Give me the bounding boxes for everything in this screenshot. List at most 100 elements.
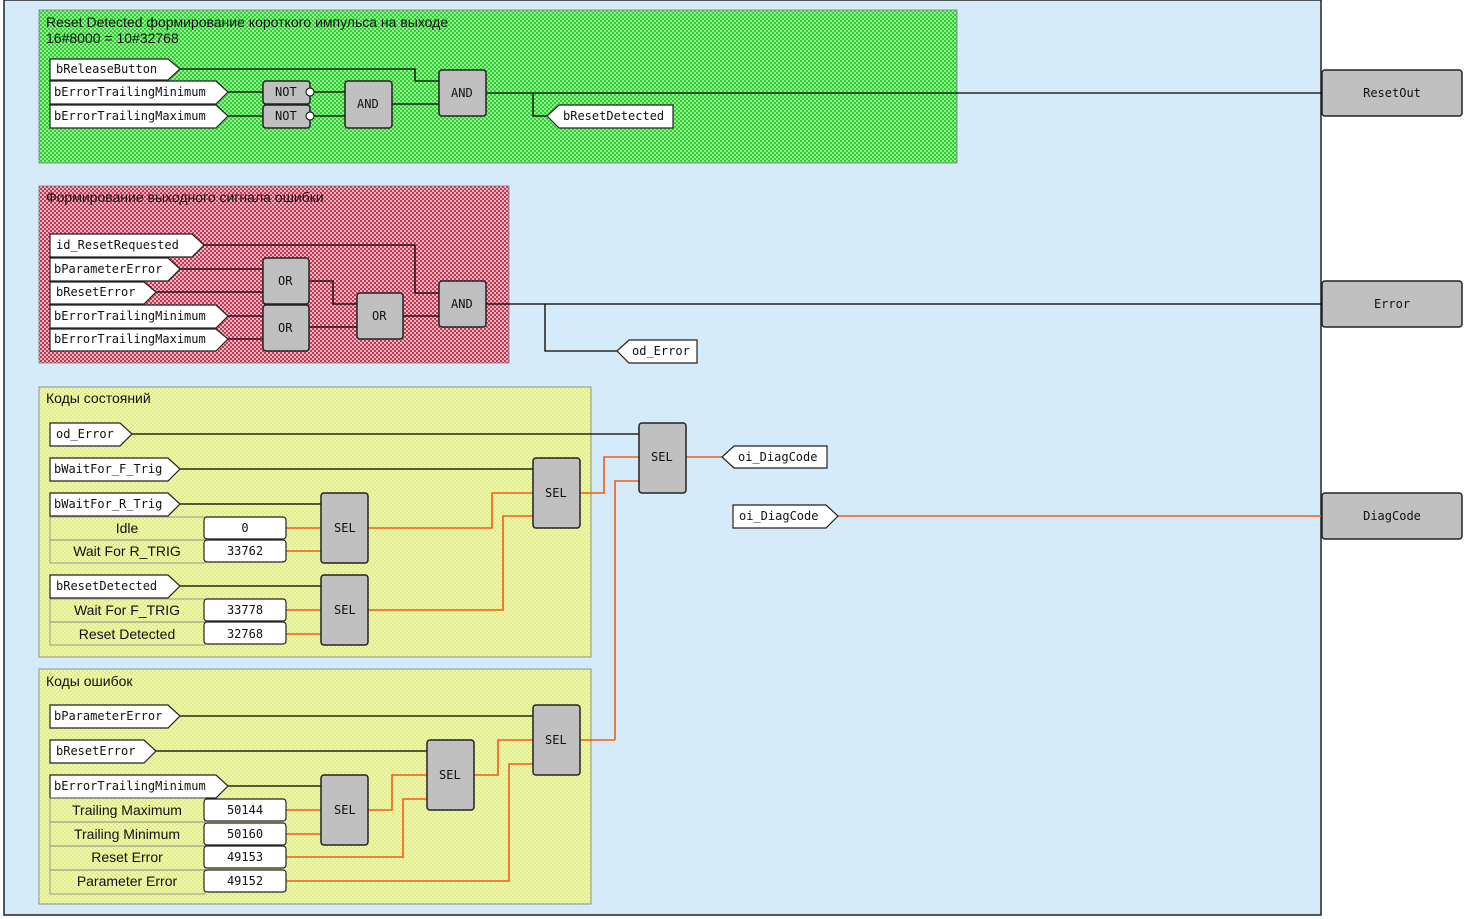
svg-text:Idle: Idle [116,520,139,536]
svg-text:Parameter Error: Parameter Error [77,873,178,889]
const-value[interactable] [203,798,287,822]
svg-text:SEL: SEL [334,521,356,535]
svg-text:AND: AND [357,97,379,111]
wire [286,763,533,882]
wire [368,492,533,529]
svg-text:bParameterError: bParameterError [54,709,162,723]
input-tag-bResetError[interactable]: bResetError [49,739,157,764]
svg-text:Wait For R_TRIG: Wait For R_TRIG [73,543,181,559]
input-tag-od_Error[interactable]: od_Error [49,422,133,447]
const-row-wait-r-trig: Wait For R_TRIG 33762 [49,539,287,564]
svg-text:AND: AND [451,86,473,100]
group-state-codes[interactable]: Коды состояний od_Error bWaitFor_F_Trig … [38,386,828,740]
svg-text:ResetOut: ResetOut [1363,86,1421,100]
svg-text:od_Error: od_Error [56,427,114,441]
sel-block-error-1[interactable]: SEL [320,774,369,846]
const-value[interactable] [203,845,287,869]
svg-text:SEL: SEL [439,768,461,782]
or-block-2[interactable]: OR [262,304,310,352]
sel-block-error-2[interactable]: SEL [426,739,475,811]
input-tag-bErrorTrailingMaximum[interactable]: bErrorTrailingMaximum [49,328,229,352]
svg-text:bResetError: bResetError [56,744,135,758]
const-value[interactable] [203,539,287,563]
svg-text:bResetError: bResetError [56,285,135,299]
output-block-Error[interactable]: Error [1321,280,1463,328]
svg-text:bErrorTrailingMaximum: bErrorTrailingMaximum [54,109,206,123]
not-block-2[interactable]: NOT [262,104,315,129]
group-reset-title-1: Reset Detected формирование короткого им… [46,14,448,30]
svg-text:od_Error: od_Error [632,344,690,358]
input-tag-bReleaseButton[interactable]: bReleaseButton [49,58,181,81]
svg-text:SEL: SEL [334,603,356,617]
input-tag-bErrorTrailingMinimum[interactable]: bErrorTrailingMinimum [49,80,229,105]
svg-text:bReleaseButton: bReleaseButton [56,62,157,76]
wire [580,456,639,494]
input-tag-bResetDetected[interactable]: bResetDetected [49,574,181,599]
svg-text:Error: Error [1374,297,1410,311]
svg-text:0: 0 [241,521,248,535]
group-error-signal[interactable]: Формирование выходного сигнала ошибки id… [38,185,1322,364]
svg-text:OR: OR [278,321,293,335]
input-tag-bParameterError[interactable]: bParameterError [49,704,181,729]
and-block-2[interactable]: AND [438,69,487,117]
const-row-trailing-maximum: Trailing Maximum 50144 [49,797,287,823]
svg-text:DiagCode: DiagCode [1363,509,1421,523]
svg-text:bErrorTrailingMinimum: bErrorTrailingMinimum [54,85,206,99]
and-block-1[interactable]: AND [344,80,393,129]
svg-text:Trailing Minimum: Trailing Minimum [74,826,180,842]
svg-text:OR: OR [278,274,293,288]
input-tag-bParameterError[interactable]: bParameterError [49,257,181,282]
input-tag-bResetError[interactable]: bResetError [49,281,157,305]
wire [368,774,427,811]
sel-block-error-3[interactable]: SEL [532,704,581,776]
output-block-DiagCode[interactable]: DiagCode [1321,492,1463,540]
sel-block-state-2[interactable]: SEL [320,574,369,646]
input-tag-bErrorTrailingMinimum[interactable]: bErrorTrailingMinimum [49,304,229,329]
output-tag-bResetDetected[interactable]: bResetDetected [546,104,674,129]
sel-block-state-4[interactable]: SEL [638,422,687,494]
group-states-title: Коды состояний [46,390,151,406]
const-value[interactable] [203,516,287,540]
wire [474,739,533,776]
or-block-3[interactable]: OR [356,292,404,340]
svg-text:bErrorTrailingMinimum: bErrorTrailingMinimum [54,779,206,793]
const-row-reset-detected: Reset Detected 32768 [49,621,287,646]
svg-text:bResetDetected: bResetDetected [56,579,157,593]
wire [614,480,639,740]
input-tag-bErrorTrailingMaximum[interactable]: bErrorTrailingMaximum [49,104,229,129]
input-tag-oi_DiagCode[interactable]: oi_DiagCode [732,504,839,529]
input-tag-bWaitFor_F_Trig[interactable]: bWaitFor_F_Trig [49,457,181,482]
const-value[interactable] [203,822,287,846]
svg-text:Reset Detected: Reset Detected [79,626,176,642]
wire [368,515,533,611]
input-tag-bWaitFor_R_Trig[interactable]: bWaitFor_R_Trig [49,492,181,517]
wire [180,68,439,82]
svg-text:OR: OR [372,309,387,323]
svg-text:Reset Error: Reset Error [91,849,163,865]
svg-text:bParameterError: bParameterError [54,262,162,276]
output-tag-od_Error[interactable]: od_Error [616,339,698,364]
not-block-1[interactable]: NOT [262,80,315,105]
svg-text:SEL: SEL [545,733,567,747]
input-tag-bErrorTrailingMinimum[interactable]: bErrorTrailingMinimum [49,774,229,799]
group-reset-title-2: 16#8000 = 10#32768 [46,30,179,46]
const-row-parameter-error: Parameter Error 49152 [49,869,287,895]
const-value[interactable] [203,621,287,645]
svg-text:bWaitFor_R_Trig: bWaitFor_R_Trig [54,497,162,511]
input-tag-id_ResetRequested[interactable]: id_ResetRequested [49,233,205,258]
const-value[interactable] [203,869,287,893]
group-reset-detected[interactable]: Reset Detected формирование короткого им… [38,9,1322,164]
output-tag-oi_DiagCode[interactable]: oi_DiagCode [721,445,828,469]
wire [544,304,617,352]
output-block-ResetOut[interactable]: ResetOut [1321,69,1463,117]
svg-text:bErrorTrailingMaximum: bErrorTrailingMaximum [54,332,206,346]
sel-block-state-1[interactable]: SEL [320,492,369,564]
group-error-title: Формирование выходного сигнала ошибки [46,189,324,205]
group-error-codes[interactable]: Коды ошибок bParameterError bResetError … [38,668,615,905]
const-value[interactable] [203,598,287,622]
and-block-error[interactable]: AND [438,280,487,328]
wire [204,244,439,294]
or-block-1[interactable]: OR [262,257,310,305]
svg-text:AND: AND [451,297,473,311]
sel-block-state-3[interactable]: SEL [532,457,581,529]
